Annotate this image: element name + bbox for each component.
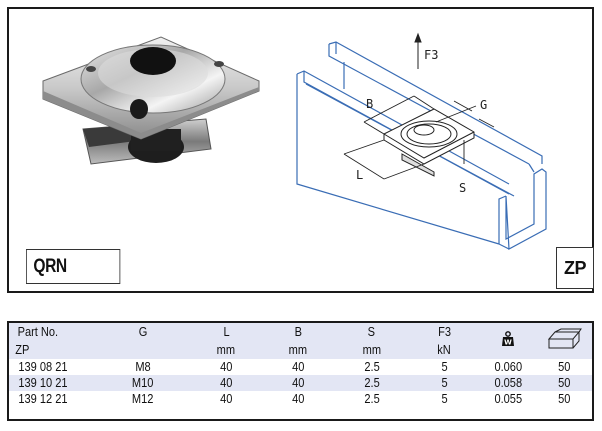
table-row: 139 12 21 M12 40 40 2.5 5 0.055 50 — [9, 391, 592, 407]
cell-l: 40 — [190, 359, 263, 375]
svg-text:W: W — [504, 338, 512, 346]
header-weight: W — [479, 323, 538, 359]
label-b: B — [366, 97, 373, 111]
table-units-row: ZP mm mm mm kN — [9, 341, 592, 359]
spec-table-panel: Part No. G L B S F3 W — [7, 321, 594, 421]
label-l: L — [356, 168, 363, 182]
cell-s: 2.5 — [333, 375, 410, 391]
table-header-row: Part No. G L B S F3 W — [9, 323, 592, 359]
cell-weight: 0.055 — [479, 391, 538, 407]
header-finish: ZP — [9, 341, 95, 359]
product-code-label: QRN — [26, 249, 121, 284]
cell-s: 2.5 — [333, 391, 410, 407]
cell-weight: 0.060 — [479, 359, 538, 375]
cell-f3: 5 — [409, 359, 480, 375]
unit-s: mm — [333, 341, 410, 359]
table-row: 139 08 21 M8 40 40 2.5 5 0.060 50 — [9, 359, 592, 375]
product-photo — [42, 36, 260, 165]
unit-l: mm — [190, 341, 263, 359]
cell-pack-qty: 50 — [537, 375, 592, 391]
header-f3: F3 — [409, 323, 480, 341]
finish-code-label: ZP — [556, 247, 594, 289]
cell-g: M12 — [94, 391, 191, 407]
cell-part-no: 139 10 21 — [9, 375, 95, 391]
technical-drawing: F3 B G L S — [296, 32, 547, 250]
header-g: G — [94, 323, 191, 341]
box-icon — [547, 328, 582, 348]
cell-f3: 5 — [409, 391, 480, 407]
cell-s: 2.5 — [333, 359, 410, 375]
weight-icon: W — [502, 330, 515, 346]
cell-b: 40 — [262, 359, 334, 375]
label-f3: F3 — [424, 48, 438, 62]
cell-l: 40 — [190, 391, 263, 407]
label-g: G — [480, 98, 487, 112]
cell-g: M10 — [94, 375, 191, 391]
unit-f3: kN — [409, 341, 480, 359]
cell-weight: 0.058 — [479, 375, 538, 391]
header-part-no: Part No. — [9, 323, 95, 341]
cell-l: 40 — [190, 375, 263, 391]
cell-g: M8 — [94, 359, 191, 375]
header-l: L — [190, 323, 263, 341]
cell-pack-qty: 50 — [537, 391, 592, 407]
cell-b: 40 — [262, 391, 334, 407]
cell-part-no: 139 08 21 — [9, 359, 95, 375]
cell-part-no: 139 12 21 — [9, 391, 95, 407]
header-s: S — [333, 323, 410, 341]
cell-b: 40 — [262, 375, 334, 391]
label-s: S — [459, 181, 466, 195]
unit-g — [94, 341, 191, 359]
header-b: B — [262, 323, 334, 341]
spec-table: Part No. G L B S F3 W — [9, 323, 592, 407]
cell-pack-qty: 50 — [537, 359, 592, 375]
header-pack-qty — [537, 323, 592, 359]
table-row: 139 10 21 M10 40 40 2.5 5 0.058 50 — [9, 375, 592, 391]
cell-f3: 5 — [409, 375, 480, 391]
unit-b: mm — [262, 341, 334, 359]
product-figure-panel: F3 B G L S QRN ZP — [7, 7, 594, 293]
